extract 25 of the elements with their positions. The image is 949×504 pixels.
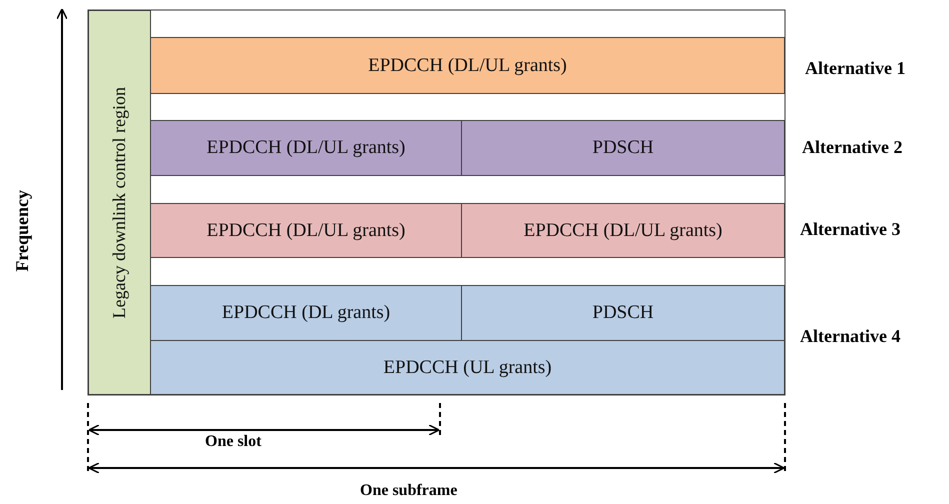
resource-block <box>150 203 462 258</box>
resource-block <box>150 120 462 176</box>
control-region <box>88 10 151 395</box>
dimension-label: One subframe <box>360 482 458 500</box>
resource-block <box>461 203 785 258</box>
row-label: Alternative 4 <box>800 326 900 347</box>
block-label: EPDCCH (DL grants) <box>222 302 390 324</box>
row-label: Alternative 1 <box>805 58 906 79</box>
block-label: Legacy downlink control region <box>109 86 130 318</box>
block-label: EPDCCH (DL/UL grants) <box>206 220 406 242</box>
block-label: PDSCH <box>592 302 654 324</box>
row-label: Alternative 2 <box>802 137 902 158</box>
block-label: EPDCCH (DL/UL grants) <box>368 54 567 76</box>
resource-block <box>150 37 785 94</box>
resource-block <box>461 120 785 176</box>
resource-block <box>150 340 785 395</box>
block-label: EPDCCH (UL grants) <box>383 356 552 378</box>
dimension-label: One slot <box>205 433 262 451</box>
axis-label: Frequency <box>12 190 33 272</box>
block-label: PDSCH <box>592 137 654 159</box>
block-label: EPDCCH (DL/UL grants) <box>206 137 406 159</box>
resource-block <box>461 285 785 341</box>
resource-block <box>150 285 462 341</box>
block-label: EPDCCH (DL/UL grants) <box>524 220 722 242</box>
row-label: Alternative 3 <box>800 219 900 240</box>
